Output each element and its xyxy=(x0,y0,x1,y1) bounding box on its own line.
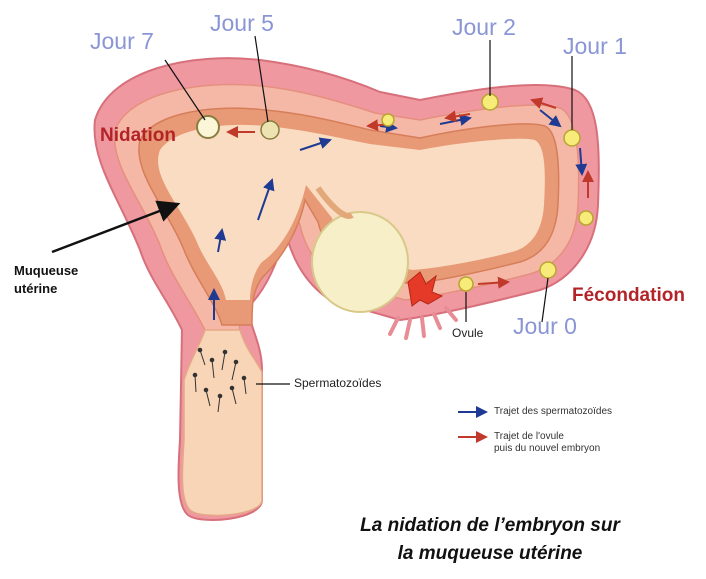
day2-label: Jour 2 xyxy=(452,14,516,41)
embryo-day5 xyxy=(261,121,279,139)
day5-label: Jour 5 xyxy=(210,10,274,37)
day0-label: Jour 0 xyxy=(513,313,577,340)
caption: La nidation de l’embryon sur la muqueuse… xyxy=(300,512,680,568)
legend-egg-line1: Trajet de l'ovule xyxy=(494,431,600,443)
embryo-day2 xyxy=(482,94,498,110)
vaginal-canal xyxy=(182,330,262,515)
nidation-label: Nidation xyxy=(100,125,176,147)
zygote-day0 xyxy=(540,262,556,278)
embryo-day7 xyxy=(197,116,219,138)
embryo-mid xyxy=(382,114,394,126)
muqueuse-label: Muqueuse utérine xyxy=(14,262,78,298)
ovule-label: Ovule xyxy=(452,326,483,340)
caption-line2: la muqueuse utérine xyxy=(300,540,680,568)
muqueuse-line1: Muqueuse xyxy=(14,262,78,280)
day1-label: Jour 1 xyxy=(563,33,627,60)
legend-egg-line2: puis du nouvel embryon xyxy=(494,443,600,455)
day7-label: Jour 7 xyxy=(90,28,154,55)
embryo-day1 xyxy=(564,130,580,146)
legend-egg-text: Trajet de l'ovule puis du nouvel embryon xyxy=(494,431,600,455)
fecondation-label: Fécondation xyxy=(572,285,685,307)
ovule-cell xyxy=(459,277,473,291)
ovary xyxy=(312,212,408,312)
spermatozoides-label: Spermatozoïdes xyxy=(294,376,381,390)
embryo-intermediate xyxy=(579,211,593,225)
caption-line1: La nidation de l’embryon sur xyxy=(300,512,680,540)
muqueuse-line2: utérine xyxy=(14,280,78,298)
legend-sperm-text: Trajet des spermatozoïdes xyxy=(494,406,612,418)
